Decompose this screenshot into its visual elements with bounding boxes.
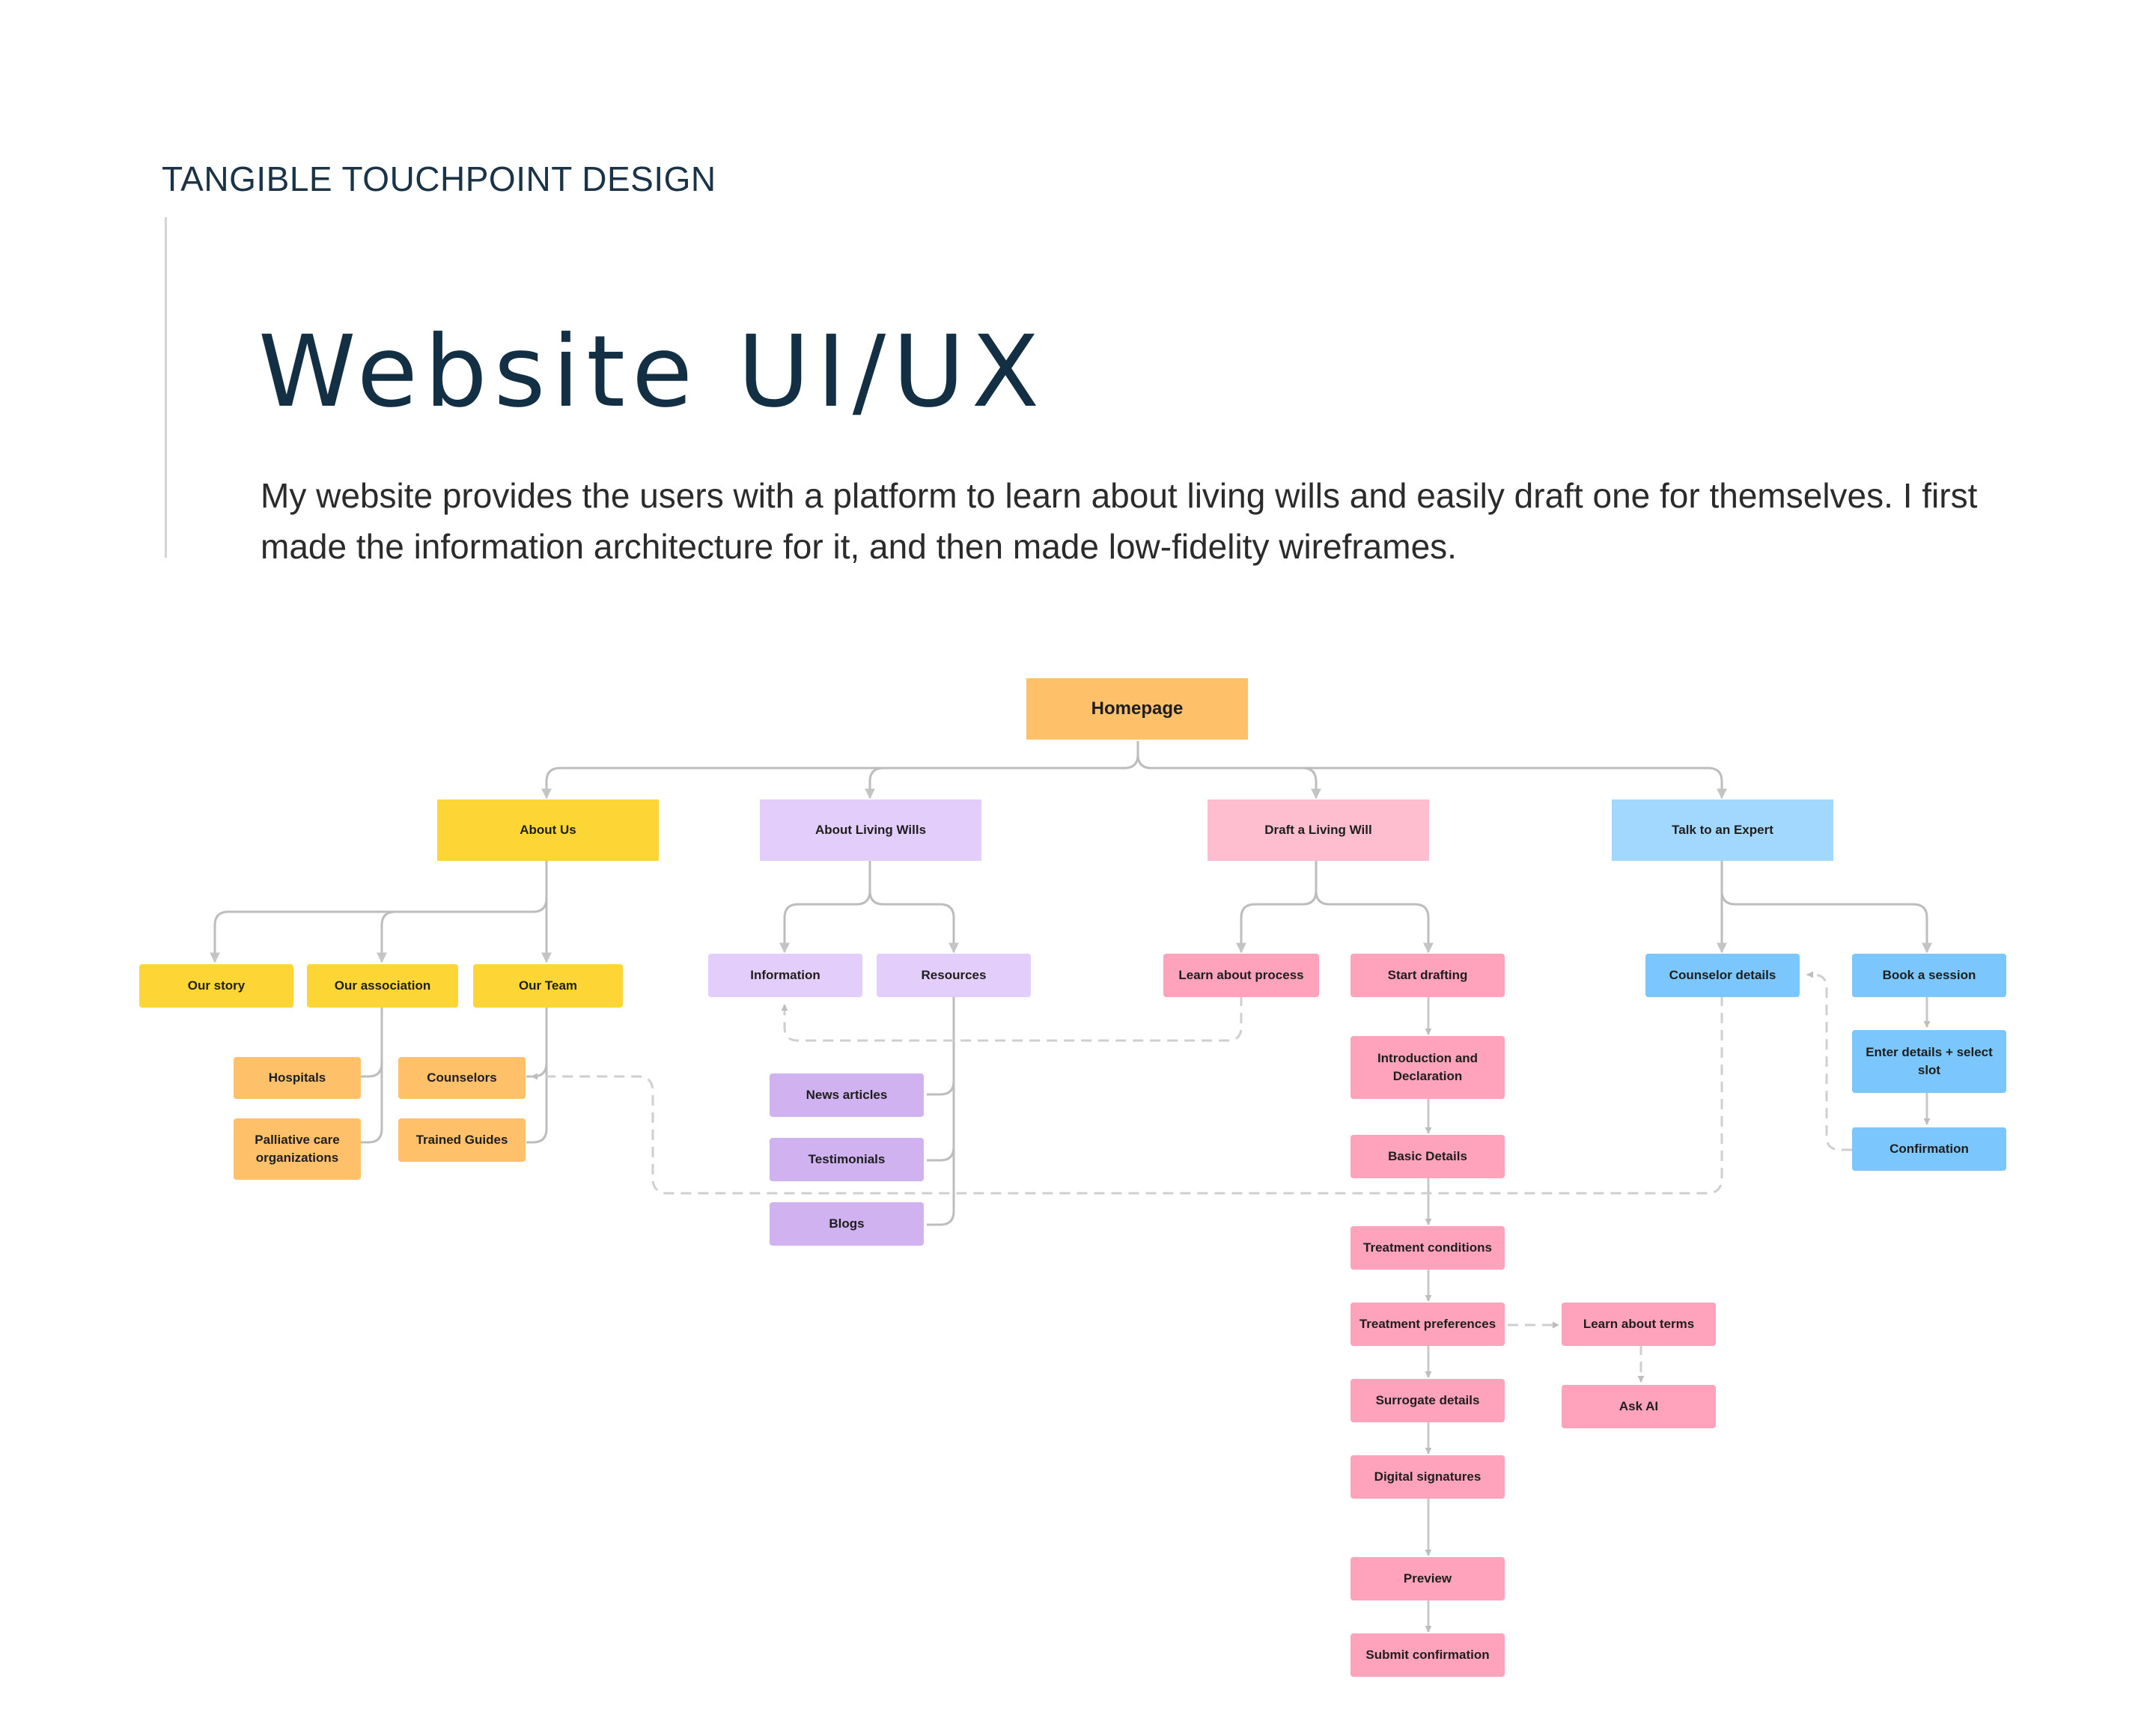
- node-about-living-wills: About Living Wills: [760, 799, 981, 861]
- edge-draft-split: [1236, 861, 1318, 954]
- node-start-drafting: Start drafting: [1350, 954, 1505, 997]
- edge-draft-start: [1315, 890, 1434, 954]
- page-description: My website provides the users with a pla…: [261, 476, 1978, 566]
- edge-about-assoc: [377, 910, 396, 963]
- node-ask-ai: Ask AI: [1562, 1385, 1716, 1428]
- node-information: Information: [708, 954, 862, 997]
- page-title: Website UI/UX: [258, 314, 1047, 430]
- edge-team-guides: [526, 1063, 548, 1144]
- node-our-team: Our Team: [473, 964, 623, 1008]
- edge-resources-news: [927, 996, 955, 1096]
- dash-confirm-counselor: [1806, 971, 1852, 1151]
- edge-assoc-palliative: [361, 1063, 383, 1144]
- dash-process-information: [781, 996, 1243, 1042]
- node-learn-about-process: Learn about process: [1163, 954, 1319, 997]
- node-intro-declaration: Introduction and Declaration: [1350, 1036, 1505, 1099]
- node-treatment-preferences: Treatment preferences: [1350, 1303, 1505, 1346]
- node-basic-details: Basic Details: [1350, 1135, 1505, 1178]
- node-draft-living-will: Draft a Living Will: [1208, 799, 1429, 861]
- node-counselors: Counselors: [398, 1057, 526, 1099]
- node-our-association: Our association: [307, 964, 458, 1008]
- node-surrogate-details: Surrogate details: [1350, 1379, 1505, 1422]
- node-news-articles: News articles: [770, 1073, 924, 1117]
- node-preview: Preview: [1350, 1557, 1505, 1600]
- node-blogs: Blogs: [770, 1202, 924, 1246]
- edge-home-bus: [541, 741, 1139, 799]
- edge-alw-split: [779, 861, 871, 954]
- edge-home-alw: [1136, 754, 1727, 799]
- node-hospitals: Hospitals: [234, 1057, 361, 1099]
- section-kicker: TANGIBLE TOUCHPOINT DESIGN: [162, 159, 716, 198]
- node-homepage: Homepage: [1026, 678, 1248, 740]
- node-talk-to-expert: Talk to an Expert: [1612, 799, 1833, 861]
- accent-divider: [165, 217, 167, 558]
- edge-team-counselors: [526, 1007, 548, 1078]
- node-book-session: Book a session: [1852, 954, 2006, 997]
- node-palliative-care: Palliative care organizations: [234, 1118, 361, 1180]
- node-trained-guides: Trained Guides: [398, 1118, 526, 1162]
- edge-expert-book: [1720, 890, 1932, 954]
- edge-assoc-hospitals: [361, 1007, 383, 1078]
- edge-resources-blogs: [927, 1147, 955, 1226]
- node-testimonials: Testimonials: [770, 1138, 924, 1181]
- node-learn-about-terms: Learn about terms: [1562, 1303, 1716, 1346]
- edge-alw-resources: [868, 890, 959, 954]
- node-confirmation: Confirmation: [1852, 1127, 2006, 1171]
- edge-home-alw2: [865, 767, 884, 799]
- node-treatment-conditions: Treatment conditions: [1350, 1226, 1505, 1270]
- edge-home-draft: [1302, 767, 1321, 799]
- dash-counselor-counselors: [531, 996, 1723, 1195]
- node-submit-confirmation: Submit confirmation: [1350, 1633, 1505, 1677]
- node-our-story: Our story: [139, 964, 293, 1008]
- node-counselor-details: Counselor details: [1645, 954, 1800, 997]
- node-resources: Resources: [877, 954, 1031, 997]
- node-about-us: About Us: [437, 799, 659, 861]
- node-digital-signatures: Digital signatures: [1350, 1455, 1505, 1499]
- node-enter-details: Enter details + select slot: [1852, 1030, 2006, 1093]
